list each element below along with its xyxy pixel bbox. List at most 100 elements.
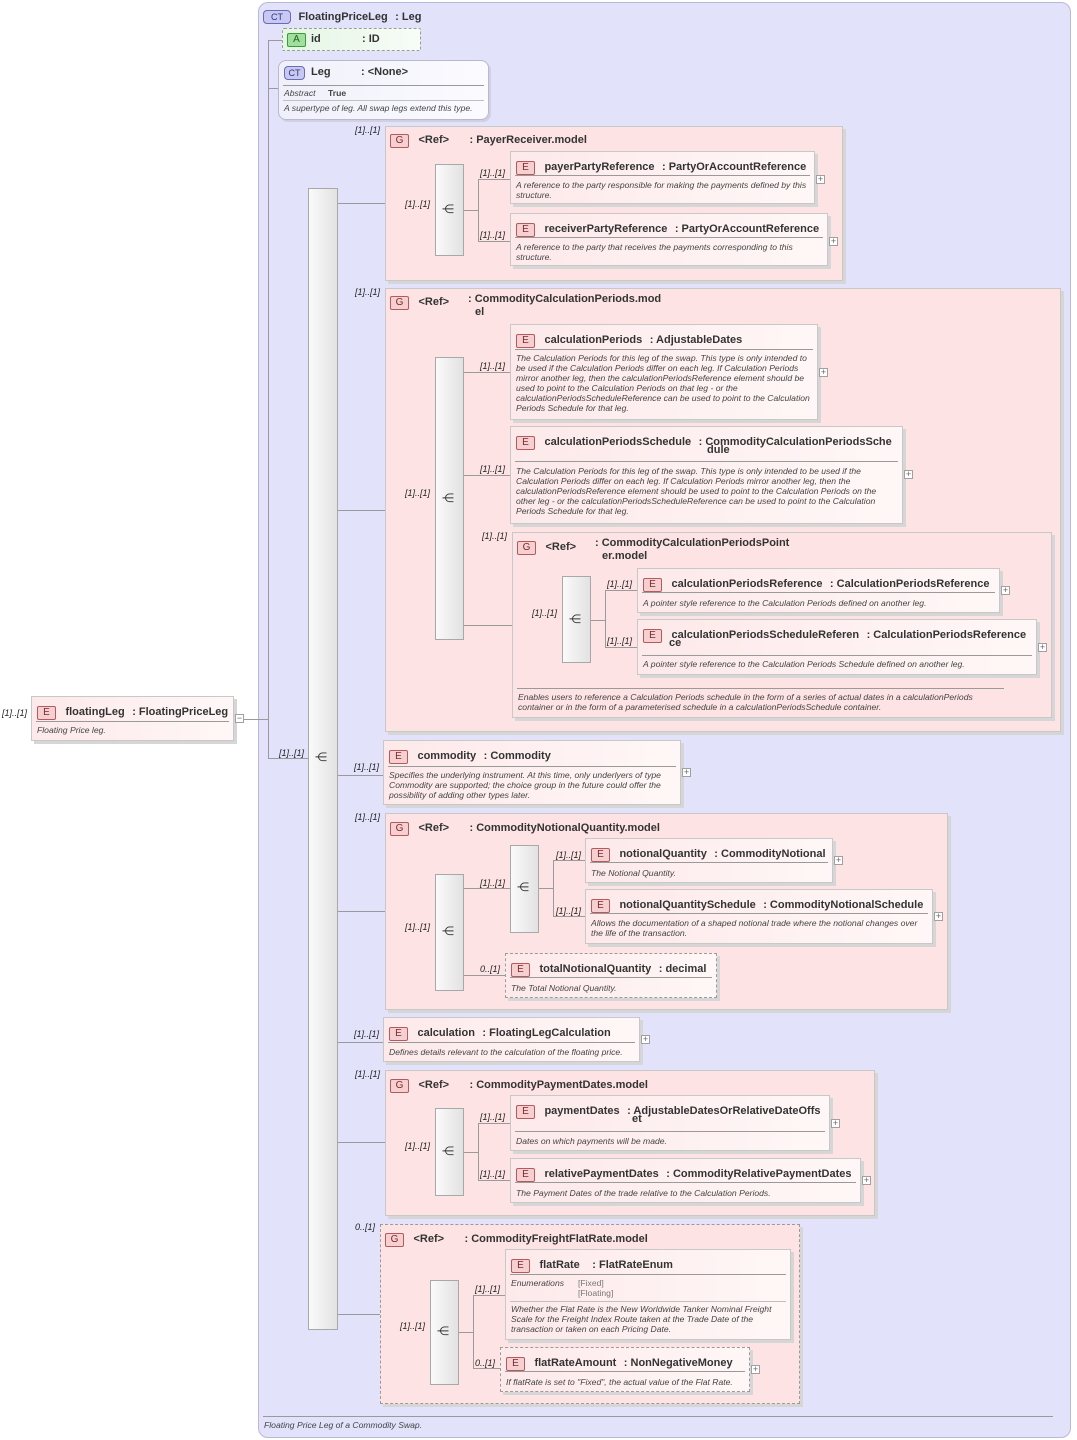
group-header: G <Ref> : CommodityPaymentDates.model bbox=[390, 1075, 648, 1093]
element-receiverpartyreference[interactable]: E receiverPartyReference : PartyOrAccoun… bbox=[510, 213, 828, 266]
expand-toggle[interactable]: + bbox=[834, 855, 843, 865]
element-badge: E bbox=[37, 706, 56, 720]
expand-toggle[interactable]: + bbox=[1038, 642, 1047, 652]
element-calculationperiodsschedule[interactable]: E calculationPeriodsSchedule : Commodity… bbox=[510, 426, 903, 524]
attribute-name: id bbox=[311, 33, 321, 45]
enum-value-fixed: [Fixed] bbox=[578, 1278, 604, 1288]
collapse-toggle[interactable]: − bbox=[235, 713, 244, 723]
sequence[interactable] bbox=[435, 874, 464, 991]
element-payerpartyreference[interactable]: E payerPartyReference : PartyOrAccountRe… bbox=[510, 151, 815, 204]
element-notionalquantity[interactable]: E notionalQuantity : CommodityNotional T… bbox=[585, 838, 833, 883]
element-calculationperiodsschedulereference[interactable]: E calculationPeriodsScheduleReferen : Ca… bbox=[637, 619, 1037, 675]
element-type: : FloatingLegCalculation bbox=[482, 1027, 611, 1039]
sequence[interactable] bbox=[430, 1280, 459, 1385]
group-ref: <Ref> bbox=[418, 822, 450, 834]
expand-toggle[interactable]: + bbox=[829, 236, 838, 246]
expand-toggle[interactable]: + bbox=[751, 1364, 760, 1374]
ct-footer-description: Floating Price Leg of a Commodity Swap. bbox=[264, 1420, 423, 1430]
separator bbox=[517, 688, 1004, 689]
expand-toggle[interactable]: + bbox=[862, 1175, 871, 1185]
element-cardinality: [1]..[1] bbox=[607, 636, 633, 646]
sequence-icon: ⋲ bbox=[442, 1144, 454, 1158]
sequence[interactable] bbox=[435, 164, 464, 256]
element-name: flatRate bbox=[539, 1259, 580, 1271]
element-type: : CommodityCalculationPeriodsSche bbox=[698, 436, 892, 448]
element-badge: E bbox=[511, 963, 530, 977]
group-header: G <Ref> : CommodityNotionalQuantity.mode… bbox=[390, 818, 660, 836]
expand-toggle[interactable]: + bbox=[641, 1034, 650, 1044]
element-name: notionalQuantity bbox=[619, 848, 707, 860]
group-badge: G bbox=[390, 296, 409, 310]
element-description: A reference to the party responsible for… bbox=[516, 180, 807, 200]
element-calculation[interactable]: E calculation : FloatingLegCalculation D… bbox=[383, 1017, 640, 1062]
abstract-label: Abstract bbox=[284, 88, 316, 98]
element-badge: E bbox=[389, 750, 408, 764]
element-cardinality: [1]..[1] bbox=[556, 906, 582, 916]
element-cardinality: [1]..[1] bbox=[480, 1112, 506, 1122]
expand-toggle[interactable]: + bbox=[904, 469, 913, 479]
element-notionalquantityschedule[interactable]: E notionalQuantitySchedule : CommodityNo… bbox=[585, 889, 933, 944]
connector bbox=[268, 88, 278, 89]
group-ref: <Ref> bbox=[413, 1233, 445, 1245]
sequence[interactable] bbox=[562, 576, 591, 663]
element-cardinality: [1]..[1] bbox=[607, 579, 633, 589]
attribute-type: : ID bbox=[362, 33, 380, 45]
attribute-id[interactable]: A id : ID bbox=[282, 28, 421, 51]
expand-toggle[interactable]: + bbox=[1001, 585, 1010, 595]
sequence-icon: ⋲ bbox=[569, 612, 581, 626]
element-name: totalNotionalQuantity bbox=[539, 963, 652, 975]
expand-toggle[interactable]: + bbox=[816, 174, 825, 184]
sequence-icon: ⋲ bbox=[437, 1324, 449, 1338]
element-calculationperiodsreference[interactable]: E calculationPeriodsReference : Calculat… bbox=[637, 568, 1000, 613]
expand-toggle[interactable]: + bbox=[934, 911, 943, 921]
element-type: : decimal bbox=[658, 963, 707, 975]
sequence-icon: ⋲ bbox=[315, 750, 327, 764]
element-name: commodity bbox=[417, 750, 477, 762]
sequence[interactable] bbox=[435, 357, 464, 640]
element-flatrate[interactable]: E flatRate : FlatRateEnum Enumerations [… bbox=[505, 1249, 791, 1340]
ct-header: CT FloatingPriceLeg : Leg bbox=[263, 7, 421, 24]
choice[interactable] bbox=[510, 845, 539, 933]
element-cardinality: [1]..[1] bbox=[354, 1029, 380, 1039]
element-description: Specifies the underlying instrument. At … bbox=[389, 770, 661, 800]
element-calculationperiods[interactable]: E calculationPeriods : AdjustableDates T… bbox=[510, 324, 818, 420]
element-badge: E bbox=[643, 578, 662, 592]
element-paymentdates[interactable]: E paymentDates : AdjustableDatesOrRelati… bbox=[510, 1095, 830, 1151]
base-type-leg[interactable]: CT Leg : <None> Abstract True A supertyp… bbox=[278, 60, 489, 120]
root-description: Floating Price leg. bbox=[37, 725, 106, 735]
expand-toggle[interactable]: + bbox=[819, 367, 828, 377]
enum-value-floating: [Floating] bbox=[578, 1288, 614, 1298]
element-flatrateamount[interactable]: E flatRateAmount : NonNegativeMoney If f… bbox=[500, 1347, 750, 1392]
main-sequence[interactable] bbox=[308, 188, 338, 1330]
seq-cardinality: [1]..[1] bbox=[532, 608, 558, 618]
sequence[interactable] bbox=[435, 1108, 464, 1196]
connector bbox=[553, 860, 554, 916]
attribute-badge: A bbox=[287, 33, 306, 47]
pointer-group-description: Enables users to reference a Calculation… bbox=[518, 692, 973, 712]
connector bbox=[591, 620, 605, 621]
group-cardinality: [1]..[1] bbox=[355, 287, 381, 297]
element-commodity[interactable]: E commodity : Commodity Specifies the un… bbox=[383, 740, 681, 805]
element-type: : AdjustableDates bbox=[649, 334, 743, 346]
element-description: The Notional Quantity. bbox=[591, 868, 676, 878]
element-cardinality: 0..[1] bbox=[480, 964, 501, 974]
expand-toggle[interactable]: + bbox=[682, 767, 691, 777]
root-type: : FloatingPriceLeg bbox=[132, 706, 229, 718]
connector bbox=[464, 372, 510, 373]
element-relativepaymentdates[interactable]: E relativePaymentDates : CommodityRelati… bbox=[510, 1158, 861, 1203]
expand-toggle[interactable]: + bbox=[831, 1118, 840, 1128]
element-cardinality: [1]..[1] bbox=[480, 168, 506, 178]
element-badge: E bbox=[516, 436, 535, 450]
element-name: payerPartyReference bbox=[544, 161, 655, 173]
element-description: A pointer style reference to the Calcula… bbox=[643, 598, 927, 608]
element-type: : CommodityNotional bbox=[714, 848, 826, 860]
element-type: : CalculationPeriodsReference bbox=[866, 629, 1027, 641]
element-cardinality: [1]..[1] bbox=[556, 850, 582, 860]
element-type: : FlatRateEnum bbox=[592, 1259, 673, 1271]
connector bbox=[464, 1152, 478, 1153]
element-description: The Calculation Periods for this leg of … bbox=[516, 353, 810, 413]
root-element-floatingleg[interactable]: E floatingLeg : FloatingPriceLeg Floatin… bbox=[31, 696, 234, 741]
element-badge: E bbox=[516, 1105, 535, 1119]
element-totalnotionalquantity[interactable]: E totalNotionalQuantity : decimal The To… bbox=[505, 953, 717, 998]
group-badge: G bbox=[390, 1079, 409, 1093]
